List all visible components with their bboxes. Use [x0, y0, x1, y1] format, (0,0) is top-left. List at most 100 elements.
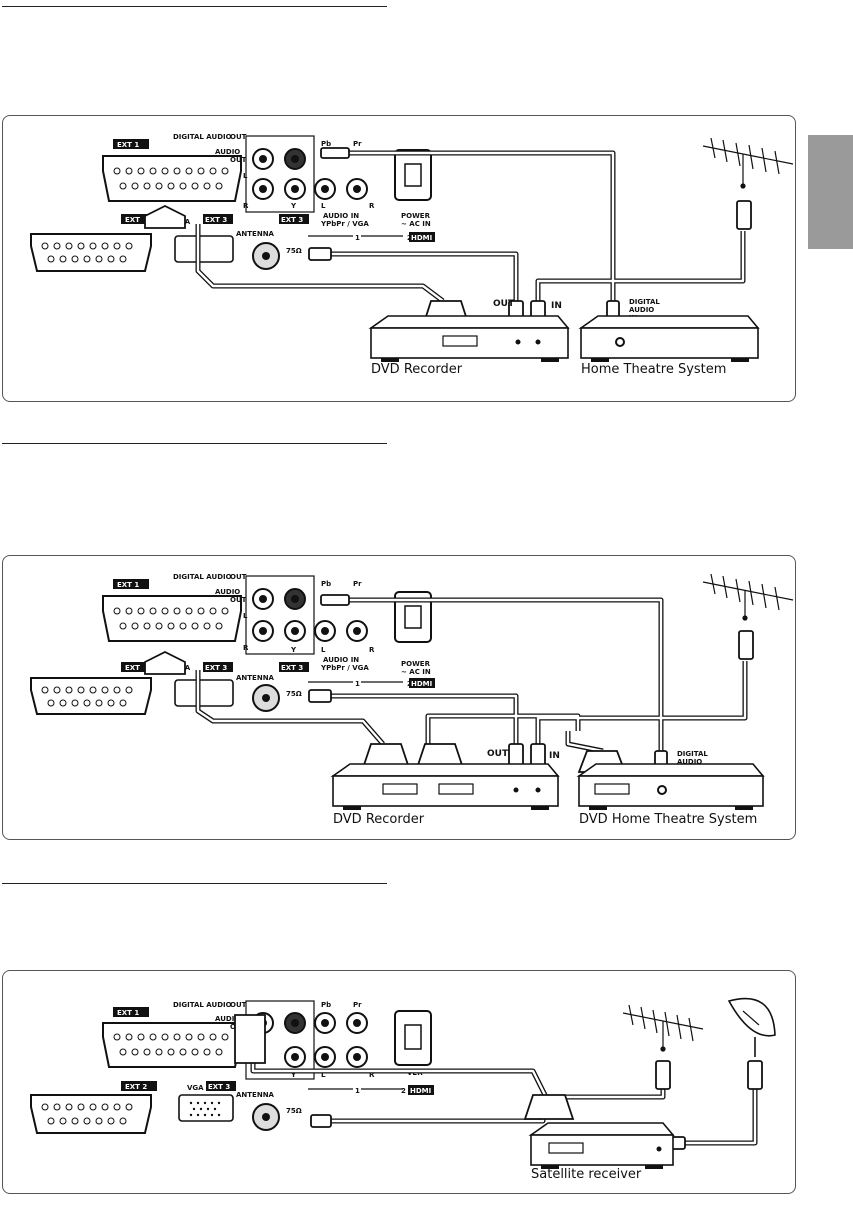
ext1-scart-icon: EXT 1: [102, 1007, 242, 1068]
device-label-right: Home Theatre System: [581, 362, 727, 377]
satellite-receiver-device[interactable]: [528, 1122, 675, 1169]
hdmi-ports-icon: 1 2 HDMI: [308, 1085, 434, 1095]
section-rule-3: [2, 883, 387, 884]
svg-text:Y: Y: [290, 646, 297, 654]
svg-text:EXT 3: EXT 3: [281, 664, 303, 672]
aerial-antenna-icon: [702, 137, 794, 189]
svg-text:AUDIO: AUDIO: [677, 758, 702, 766]
svg-text:YPbPr / VGA: YPbPr / VGA: [320, 664, 369, 672]
svg-text:EXT 3: EXT 3: [208, 1083, 230, 1091]
svg-text:Pr: Pr: [353, 1001, 362, 1009]
antenna-port-icon: ANTENNA 75Ω: [236, 230, 302, 270]
home-theatre-device[interactable]: [578, 315, 760, 362]
cable-plugs: [234, 1014, 763, 1150]
svg-text:EXT 1: EXT 1: [117, 1009, 139, 1017]
svg-text:DIGITAL AUDIO: DIGITAL AUDIO: [173, 1001, 232, 1009]
svg-text:OUT: OUT: [230, 596, 247, 604]
diagram-3-svg: EXT 1 EXT 2 VGA EXT 3 DIGITAL AUDIO OUT …: [30, 997, 776, 1169]
svg-text:Y: Y: [290, 1071, 297, 1079]
device-label-left: DVD Recorder: [333, 812, 425, 827]
ext2-scart-icon: EXT: [30, 214, 152, 272]
svg-text:AUDIO: AUDIO: [215, 148, 240, 156]
diagram-1-svg: EXT 1 EXT GA EXT 3 DIGITAL AUDIO OUT AUD…: [30, 133, 794, 362]
antenna-port-icon: ANTENNA 75Ω: [236, 674, 302, 712]
hdmi-ports-icon: 1 2 HDMI: [308, 678, 435, 688]
svg-text:75Ω: 75Ω: [286, 690, 302, 698]
dvd-recorder-device[interactable]: [368, 315, 570, 362]
svg-text:AUDIO IN: AUDIO IN: [323, 212, 359, 220]
svg-text:OUT: OUT: [230, 156, 247, 164]
svg-text:DIGITAL AUDIO: DIGITAL AUDIO: [173, 133, 232, 141]
diagram-panel-3: EXT 1 EXT 2 VGA EXT 3 DIGITAL AUDIO OUT …: [2, 970, 796, 1194]
section-rule-2: [2, 443, 387, 444]
svg-text:Pb: Pb: [321, 580, 331, 588]
svg-text:75Ω: 75Ω: [286, 1107, 302, 1115]
svg-text:IN: IN: [551, 301, 562, 311]
svg-text:~ AC IN: ~ AC IN: [401, 668, 431, 676]
svg-text:Y: Y: [290, 202, 297, 210]
vga-port-icon: VGA EXT 3: [178, 1081, 236, 1122]
hdmi-ports-icon: 1 2 HDMI: [308, 232, 435, 242]
aerial-antenna-icon: [622, 1004, 704, 1052]
svg-text:1: 1: [355, 680, 360, 688]
svg-text:ANTENNA: ANTENNA: [236, 1091, 275, 1099]
svg-text:2: 2: [401, 1087, 406, 1095]
svg-text:EXT 1: EXT 1: [117, 141, 139, 149]
svg-text:L: L: [321, 202, 326, 210]
ext1-scart-icon: EXT 1: [102, 579, 242, 642]
svg-text:EXT 3: EXT 3: [281, 216, 303, 224]
diagram-2-svg: EXT 1 EXT GA EXT 3 DIGITAL AUDIO OUT AUD…: [30, 573, 794, 810]
svg-text:AUDIO: AUDIO: [215, 1015, 240, 1023]
svg-text:EXT: EXT: [125, 664, 140, 672]
svg-text:OUT: OUT: [487, 749, 509, 759]
svg-text:OUT: OUT: [493, 299, 515, 309]
svg-text:YPbPr / VGA: YPbPr / VGA: [320, 220, 369, 228]
svg-text:Pb: Pb: [321, 140, 331, 148]
section-rule-1: [2, 6, 387, 7]
svg-text:ANTENNA: ANTENNA: [236, 674, 275, 682]
dvd-recorder-device[interactable]: [330, 763, 560, 810]
device-label-left: Satellite receiver: [531, 1167, 642, 1182]
svg-text:EXT 3: EXT 3: [205, 664, 227, 672]
ext1-scart-icon: EXT 1: [102, 139, 242, 202]
svg-text:DIGITAL: DIGITAL: [629, 298, 660, 306]
svg-text:Pr: Pr: [353, 140, 362, 148]
svg-text:EXT: EXT: [125, 216, 140, 224]
cables-inner: [196, 598, 747, 756]
audio-connector-block: DIGITAL AUDIO OUT AUDIO OUT L R Y L R Pb…: [173, 133, 375, 228]
svg-text:R: R: [369, 646, 375, 654]
svg-text:Pr: Pr: [353, 580, 362, 588]
svg-text:DIGITAL AUDIO: DIGITAL AUDIO: [173, 573, 232, 581]
svg-text:Pb: Pb: [321, 1001, 331, 1009]
svg-text:1: 1: [355, 1087, 360, 1095]
svg-text:OUT: OUT: [230, 573, 247, 581]
ext2-scart-icon: EXT: [30, 662, 152, 715]
svg-text:DIGITAL: DIGITAL: [677, 750, 708, 758]
satellite-dish-icon: [727, 997, 776, 1057]
cables-inner: [196, 151, 745, 302]
svg-text:OUT: OUT: [230, 1001, 247, 1009]
svg-text:AUDIO: AUDIO: [629, 306, 654, 314]
svg-text:IN: IN: [549, 751, 560, 761]
power-socket-icon: VER: [394, 1010, 432, 1077]
diagram-panel-2: EXT 1 EXT GA EXT 3 DIGITAL AUDIO OUT AUD…: [2, 555, 796, 840]
dvd-home-theatre-device[interactable]: [576, 763, 765, 810]
svg-text:HDMI: HDMI: [411, 234, 432, 242]
svg-text:HDMI: HDMI: [411, 680, 432, 688]
svg-text:1: 1: [355, 234, 360, 242]
side-tab: [808, 135, 853, 249]
aerial-antenna-icon: [702, 573, 794, 621]
antenna-port-icon: ANTENNA 75Ω: [236, 1091, 302, 1131]
cables-outer: [195, 597, 748, 756]
svg-text:AUDIO: AUDIO: [215, 588, 240, 596]
svg-text:75Ω: 75Ω: [286, 247, 302, 255]
svg-text:ANTENNA: ANTENNA: [236, 230, 275, 238]
svg-text:~ AC IN: ~ AC IN: [401, 220, 431, 228]
ext2-scart-icon: EXT 2: [30, 1081, 157, 1134]
audio-connector-block: DIGITAL AUDIO OUT AUDIO OUT L R Y L R Pb…: [173, 573, 375, 672]
svg-text:POWER: POWER: [401, 660, 431, 668]
svg-text:VGA: VGA: [187, 1084, 204, 1092]
power-socket-icon: POWER ~ AC IN: [394, 591, 432, 676]
svg-text:EXT 1: EXT 1: [117, 581, 139, 589]
cables-outer: [195, 150, 746, 303]
